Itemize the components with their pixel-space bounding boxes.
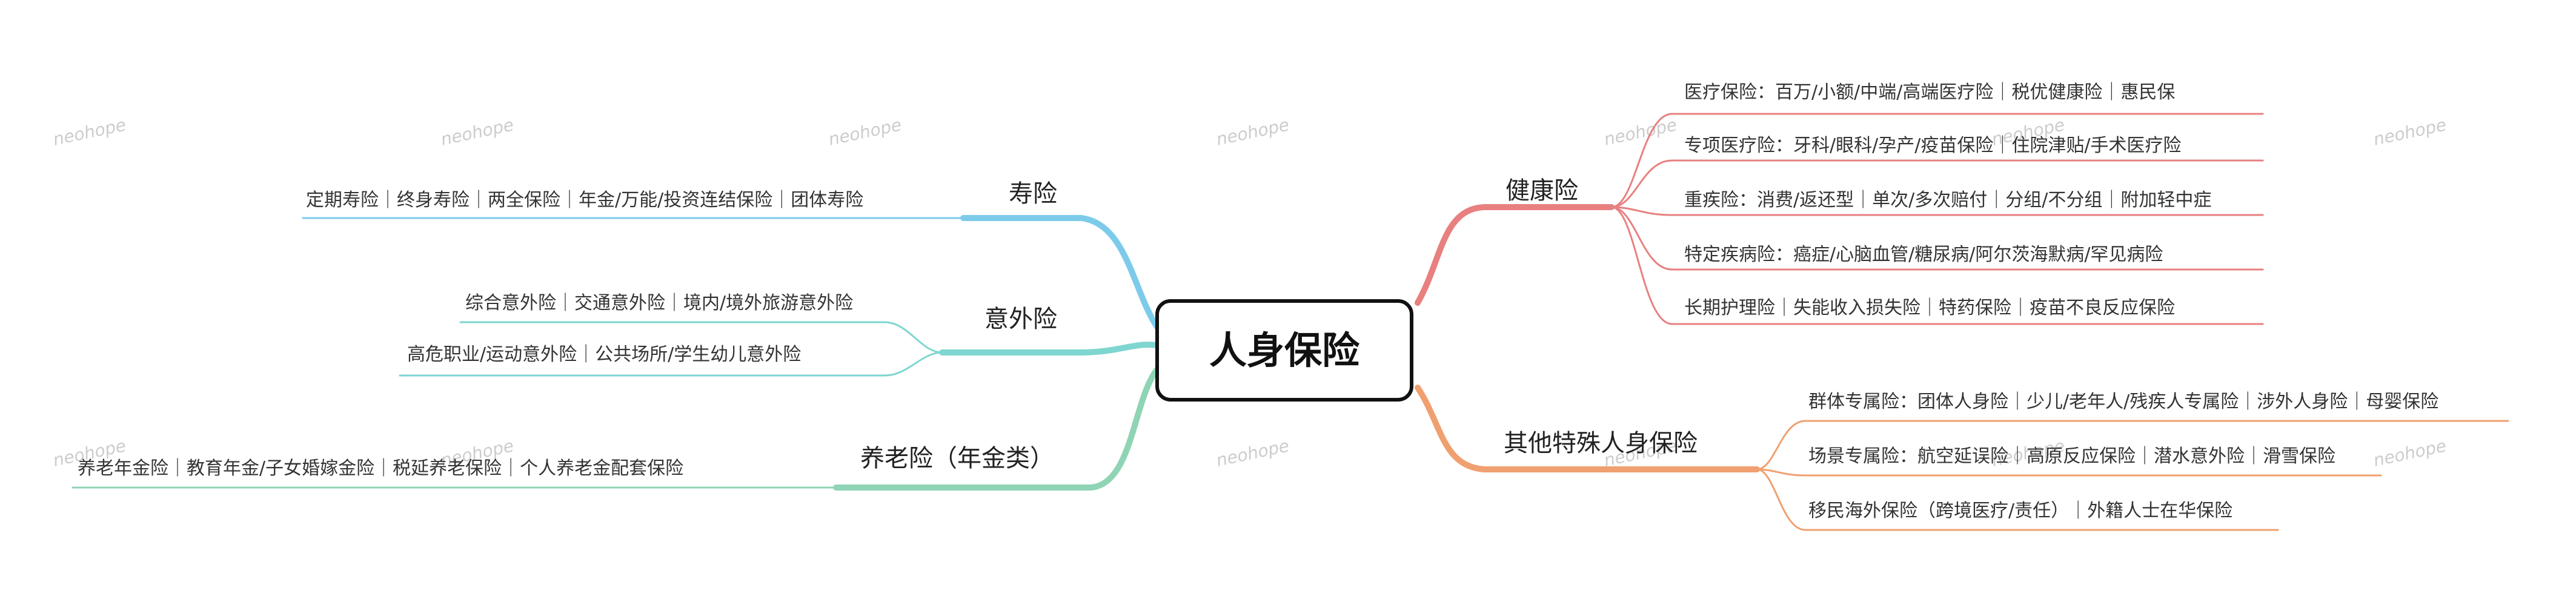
leaf-connector bbox=[459, 321, 943, 354]
leaf-item[interactable]: 医疗保险：百万/小额/中端/高端医疗险｜税优健康险｜惠民保 bbox=[1684, 82, 2175, 103]
branch-label[interactable]: 健康险 bbox=[1505, 177, 1578, 205]
branch-connector bbox=[939, 342, 1160, 356]
branch-connector bbox=[1415, 204, 1615, 306]
leaf-connector bbox=[1610, 206, 2264, 216]
watermark: neohope bbox=[1215, 435, 1291, 471]
leaf-item[interactable]: 群体专属险：团体人身险｜少儿/老年人/残疾人专属险｜涉外人身险｜母婴保险 bbox=[1808, 391, 2438, 412]
leaf-item[interactable]: 养老年金险｜教育年金/子女婚嫁金险｜税延养老保险｜个人养老金配套保险 bbox=[78, 458, 683, 479]
root-box bbox=[1155, 299, 1413, 402]
leaf-item[interactable]: 定期寿险｜终身寿险｜两全保险｜年金/万能/投资连结保险｜团体寿险 bbox=[306, 190, 863, 211]
branch-label[interactable]: 意外险 bbox=[984, 305, 1057, 333]
branch-label[interactable]: 养老险（年金类） bbox=[860, 445, 1054, 472]
leaf-connector bbox=[1610, 206, 2264, 325]
leaf-connector bbox=[1756, 420, 2509, 471]
watermark: neohope bbox=[2372, 114, 2448, 150]
branch-connector bbox=[833, 366, 1160, 491]
leaf-connector bbox=[399, 351, 943, 377]
branch-connector bbox=[1415, 385, 1760, 472]
watermark: neohope bbox=[1215, 114, 1291, 150]
leaf-item[interactable]: 移民海外保险（跨境医疗/责任）｜外籍人士在华保险 bbox=[1808, 500, 2232, 521]
leaf-item[interactable]: 专项医疗险：牙科/眼科/孕产/疫苗保险｜住院津贴/手术医疗险 bbox=[1684, 135, 2181, 156]
leaf-connector bbox=[1610, 159, 2264, 208]
root-node[interactable]: 人身保险 bbox=[1155, 299, 1413, 402]
leaf-connector bbox=[1610, 206, 2264, 271]
leaf-connector bbox=[1756, 468, 2382, 477]
leaf-connector bbox=[1610, 113, 2264, 208]
root-label: 人身保险 bbox=[1209, 328, 1360, 372]
branch-label[interactable]: 其他特殊人身保险 bbox=[1504, 429, 1698, 457]
watermark: neohope bbox=[439, 114, 516, 150]
branch-connector bbox=[960, 215, 1160, 330]
watermark: neohope bbox=[1602, 114, 1679, 150]
leaf-item[interactable]: 高危职业/运动意外险｜公共场所/学生幼儿意外险 bbox=[407, 344, 801, 365]
branch-yiwai: 意外险 综合意外险｜交通意外险｜境内/境外旅游意外险 高危职业/运动意外险｜公共… bbox=[399, 293, 1160, 377]
leaf-item[interactable]: 长期护理险｜失能收入损失险｜特药保险｜疫苗不良反应保险 bbox=[1684, 297, 2175, 319]
leaf-item[interactable]: 场景专属险：航空延误险｜高原反应保险｜潜水意外险｜滑雪保险 bbox=[1808, 446, 2335, 467]
leaf-item[interactable]: 重疾险：消费/返还型｜单次/多次赔付｜分组/不分组｜附加轻中症 bbox=[1684, 190, 2211, 211]
leaf-connectors bbox=[1610, 113, 2264, 325]
watermark-layer: neohope neohope neohope neohope neohope … bbox=[51, 114, 2448, 471]
watermark: neohope bbox=[2372, 435, 2448, 471]
branch-jiankang: 健康险 医疗保险：百万/小额/中端/高端医疗险｜税优健康险｜惠民保 专项医疗险：… bbox=[1415, 82, 2264, 325]
leaf-item[interactable]: 特定疾病险：癌症/心脑血管/糖尿病/阿尔茨海默病/罕见病险 bbox=[1684, 244, 2163, 265]
branch-yanglao: 养老险（年金类） 养老年金险｜教育年金/子女婚嫁金险｜税延养老保险｜个人养老金配… bbox=[71, 366, 1160, 491]
watermark: neohope bbox=[827, 114, 903, 150]
leaf-item[interactable]: 综合意外险｜交通意外险｜境内/境外旅游意外险 bbox=[465, 293, 853, 314]
watermark: neohope bbox=[51, 114, 128, 150]
branch-label[interactable]: 寿险 bbox=[1009, 180, 1057, 208]
branch-shouxian: 寿险 定期寿险｜终身寿险｜两全保险｜年金/万能/投资连结保险｜团体寿险 bbox=[302, 180, 1160, 330]
leaf-connector bbox=[1756, 468, 2279, 531]
branch-teshu: 其他特殊人身保险 群体专属险：团体人身险｜少儿/老年人/残疾人专属险｜涉外人身险… bbox=[1415, 385, 2509, 531]
